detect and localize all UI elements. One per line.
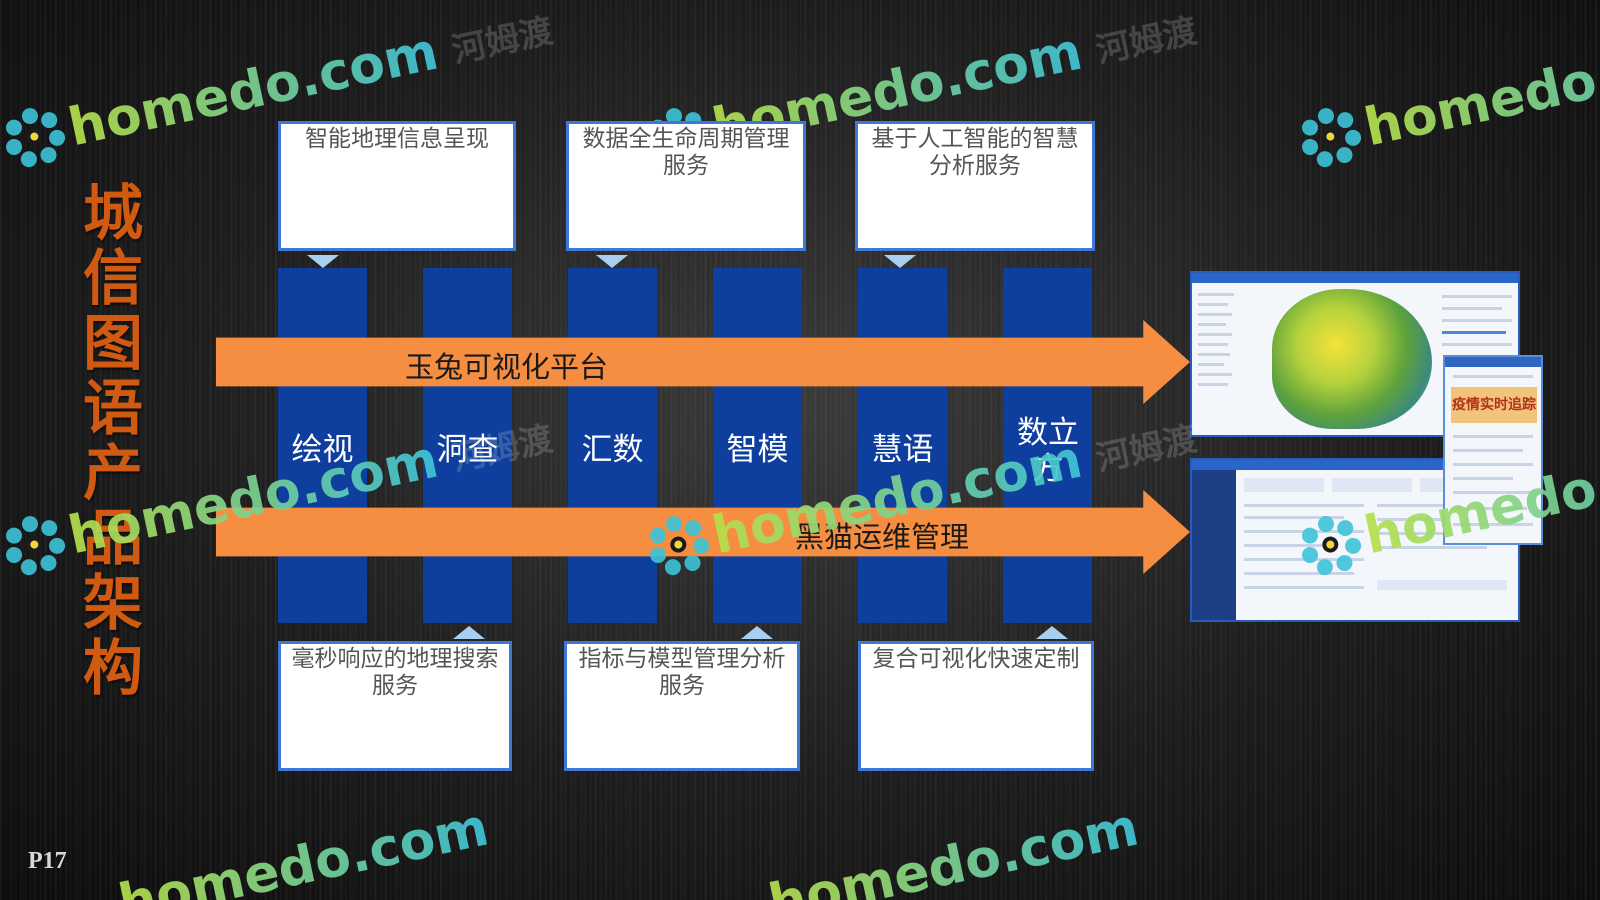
module-column-5 <box>858 268 947 623</box>
page-title: 城信图语产品架构 <box>83 179 143 704</box>
module-column-4 <box>713 268 802 623</box>
flower-logo-icon <box>650 516 710 576</box>
screenshot-sidebar <box>1192 470 1236 620</box>
watermark: homedo.com <box>764 798 1144 900</box>
feature-box-text: 复合可视化快速定制 <box>872 646 1080 672</box>
feature-box-text: 基于人工智能的智慧分析服务 <box>871 126 1079 179</box>
poster-banner: 疫情实时追踪 <box>1451 387 1537 423</box>
module-label: 汇数 <box>581 432 644 468</box>
watermark-cn: 河姆渡 <box>448 418 557 479</box>
screenshot-titlebar <box>1445 357 1541 367</box>
module-label: 智模 <box>726 432 789 468</box>
watermark-cn: 河姆渡 <box>1092 418 1201 479</box>
page-number: P17 <box>28 848 67 874</box>
feature-box-top-3: 基于人工智能的智慧分析服务 <box>855 121 1095 251</box>
watermark: homedo.com 河姆渡 <box>0 0 558 173</box>
module-label: 数立方 <box>1017 415 1079 487</box>
watermark-cn: 河姆渡 <box>1092 10 1201 71</box>
pointer-down-icon <box>596 255 628 268</box>
watermark-cn: 河姆渡 <box>448 10 557 71</box>
feature-box-top-2: 数据全生命周期管理服务 <box>566 121 806 251</box>
module-column-1 <box>278 268 367 623</box>
mobile-app-screenshot: 疫情实时追踪 <box>1443 355 1543 545</box>
module-column-2 <box>423 268 512 623</box>
feature-box-bottom-3: 复合可视化快速定制 <box>858 641 1094 771</box>
platform-arrow-label: 玉兔可视化平台 <box>405 350 609 384</box>
watermark: homedo.com 河姆渡 <box>642 404 1202 581</box>
module-column-3 <box>568 268 657 623</box>
flower-logo-icon <box>6 516 66 576</box>
watermark: homedo.com <box>1294 21 1600 174</box>
watermark-text: homedo.com <box>1359 22 1600 159</box>
feature-box-text: 数据全生命周期管理服务 <box>582 126 790 179</box>
watermark-text: homedo.com <box>114 798 494 900</box>
pointer-down-icon <box>884 255 916 268</box>
feature-box-text: 毫秒响应的地理搜索服务 <box>291 646 499 699</box>
flower-logo-icon <box>1302 516 1362 576</box>
module-label: 绘视 <box>291 432 354 468</box>
feature-box-bottom-2: 指标与模型管理分析服务 <box>564 641 800 771</box>
module-column-6 <box>1003 268 1092 623</box>
platform-arrow-label: 黑猫运维管理 <box>795 520 970 554</box>
module-label: 慧语 <box>871 432 934 468</box>
pointer-up-icon <box>1036 626 1068 639</box>
screenshot-titlebar <box>1192 460 1518 470</box>
feature-box-bottom-1: 毫秒响应的地理搜索服务 <box>278 641 512 771</box>
city-map-3d <box>1272 289 1432 429</box>
pointer-down-icon <box>307 255 339 268</box>
screenshot-titlebar <box>1192 273 1518 283</box>
watermark-text: homedo.com <box>764 798 1144 900</box>
module-label: 洞查 <box>436 432 499 468</box>
feature-box-text: 智能地理信息呈现 <box>305 126 489 152</box>
feature-box-top-1: 智能地理信息呈现 <box>278 121 516 251</box>
watermark: homedo.com 河姆渡 <box>0 404 558 581</box>
pointer-up-icon <box>741 626 773 639</box>
pointer-up-icon <box>453 626 485 639</box>
watermark: homedo.com <box>1294 429 1600 582</box>
feature-box-text: 指标与模型管理分析服务 <box>578 646 786 699</box>
watermark: homedo.com <box>114 798 494 900</box>
flower-logo-icon <box>1302 108 1362 168</box>
flower-logo-icon <box>6 108 66 168</box>
